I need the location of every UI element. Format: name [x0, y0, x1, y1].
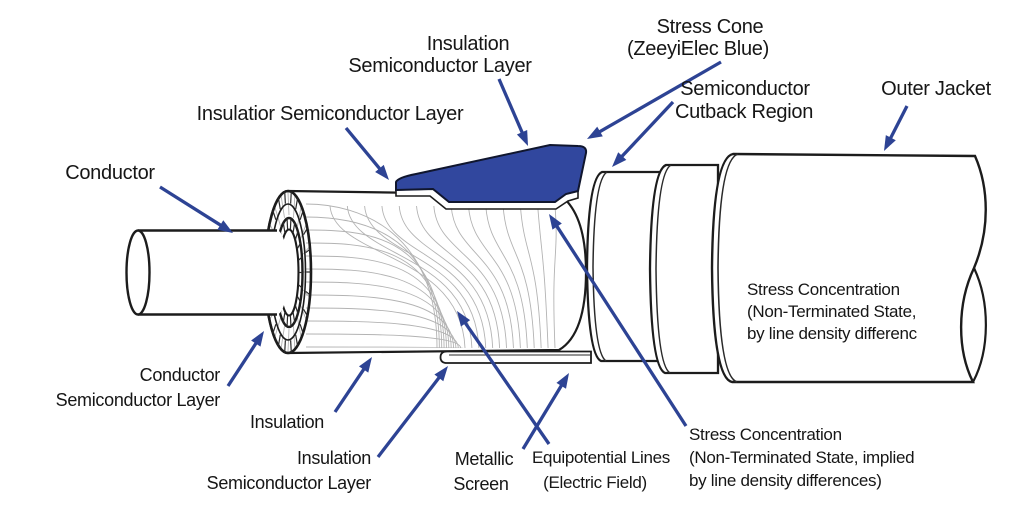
label-metallic-screen-line2: Screen	[453, 474, 508, 494]
label-stress-concentration-jacket-line3: by line density differenc	[747, 324, 918, 343]
stress-cone-shape	[395, 143, 588, 203]
label-insulation-semiconductor-layer-top-line1: Insulation	[427, 33, 510, 55]
label-outer-jacket: Outer Jacket	[881, 78, 992, 100]
label-insulation-semiconductor-layer-bottom-line1: Insulation	[297, 448, 371, 468]
label-equipotential-lines-line1: Equipotential Lines	[532, 448, 670, 467]
label-insulatior-semiconductor-layer: Insulatior Semiconductor Layer	[197, 103, 464, 125]
conductor-cylinder	[125, 229, 288, 316]
label-semiconductor-cutback-line2: Cutback Region	[675, 101, 813, 123]
label-stress-concentration-jacket-line1: Stress Concentration	[747, 280, 900, 299]
label-stress-concentration-implied-line3: by line density differences)	[689, 471, 882, 490]
label-equipotential-lines-line2: (Electric Field)	[543, 473, 647, 492]
label-conductor: Conductor	[65, 162, 155, 184]
label-stress-concentration-jacket-line2: (Non-Terminated State,	[747, 302, 916, 321]
cutback-segment-2	[648, 163, 720, 375]
outer-jacket-cylinder	[710, 152, 987, 384]
label-semiconductor-cutback-line1: Semiconductor	[680, 78, 810, 100]
equipotential-field-lines	[305, 203, 557, 349]
metallic-screen-strip	[439, 350, 592, 364]
semiconductor-cutback-segment	[585, 170, 662, 363]
leader-arrows	[159, 60, 909, 459]
jacket-break-lens	[972, 267, 987, 383]
label-conductor-semiconductor-layer-line2: Semiconductor Layer	[56, 390, 221, 410]
label-insulation-semiconductor-layer-bottom-line2: Semiconductor Layer	[207, 473, 372, 493]
insulation-body	[263, 189, 588, 355]
label-stress-concentration-implied-line1: Stress Concentration	[689, 425, 842, 444]
label-stress-cone-line2: (ZeeyiElec Blue)	[627, 38, 769, 60]
label-insulation: Insulation	[250, 412, 324, 432]
label-conductor-semiconductor-layer-line1: Conductor	[140, 365, 221, 385]
label-stress-cone-line1: Stress Cone	[657, 16, 764, 38]
labels: Conductor Insulatior Semiconductor Layer…	[56, 16, 992, 494]
label-metallic-screen-line1: Metallic	[455, 449, 514, 469]
label-insulation-semiconductor-layer-top-line2: Semiconductor Layer	[348, 55, 532, 77]
label-stress-concentration-implied-line2: (Non-Terminated State, implied	[689, 448, 914, 467]
